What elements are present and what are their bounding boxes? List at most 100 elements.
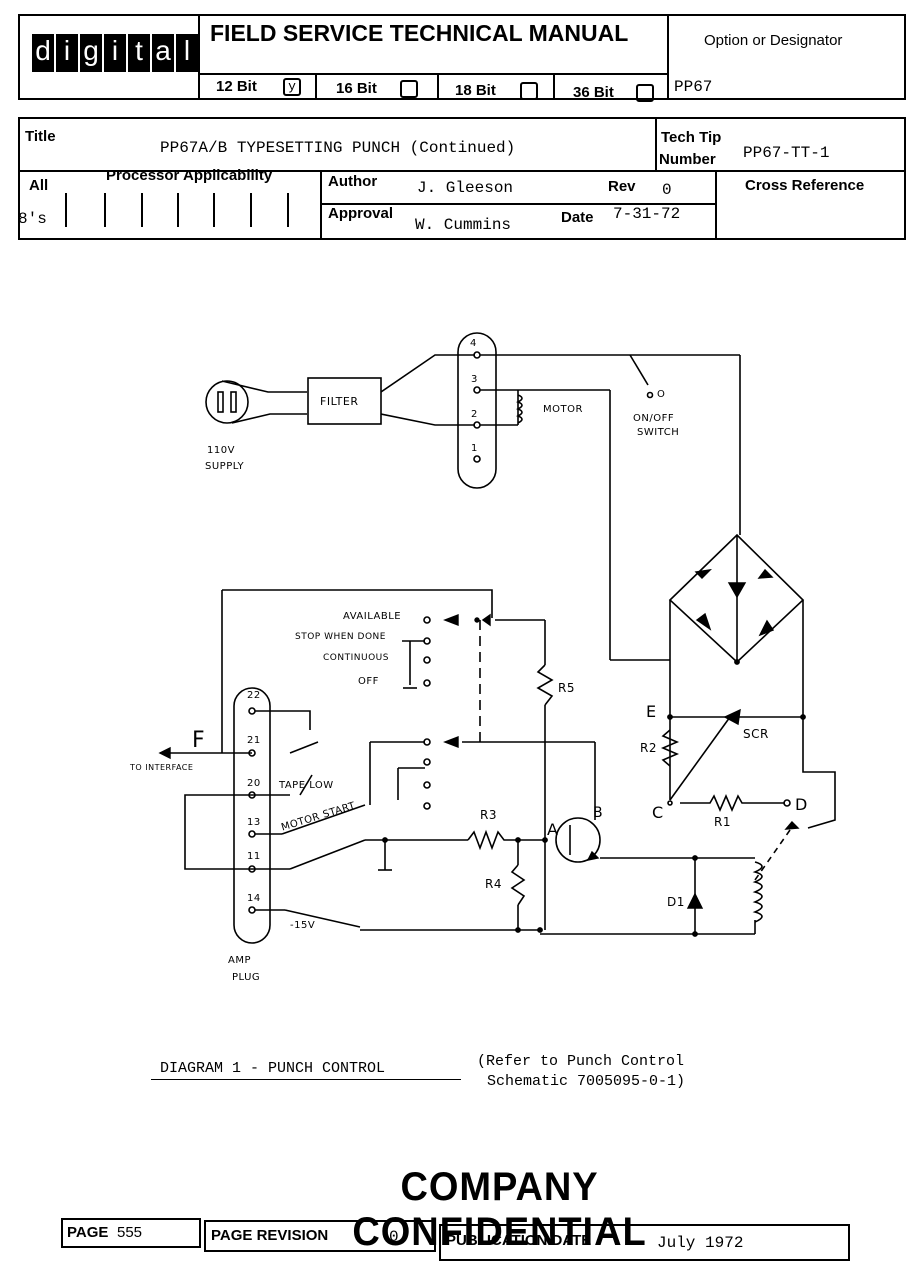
page-revision-value: 0 bbox=[389, 1228, 399, 1246]
r5-label: R5 bbox=[558, 681, 575, 695]
d-label: D bbox=[795, 795, 808, 814]
stop-when-done-label: STOP WHEN DONE bbox=[295, 632, 386, 642]
e-label: E bbox=[646, 702, 657, 721]
switch-label-2: SWITCH bbox=[637, 427, 680, 438]
bridge-diode bbox=[695, 612, 712, 631]
amp-label: AMP bbox=[228, 955, 251, 966]
b-label: B bbox=[593, 805, 604, 821]
techtip-value: PP67-TT-1 bbox=[743, 144, 830, 162]
pin-13-label: 13 bbox=[247, 817, 261, 828]
pin-11-label: 11 bbox=[247, 851, 261, 862]
bridge-diode bbox=[727, 582, 747, 599]
scr-label: SCR bbox=[743, 727, 769, 741]
a-label: A bbox=[547, 820, 559, 839]
terminal-1-label: 1 bbox=[471, 443, 478, 454]
pin-21-label: 21 bbox=[247, 735, 261, 746]
to-interface-label: TO INTERFACE bbox=[130, 763, 194, 772]
scr-symbol bbox=[723, 708, 741, 726]
d1-label: D1 bbox=[667, 895, 685, 909]
title-value: PP67A/B TYPESETTING PUNCH (Continued) bbox=[160, 139, 516, 157]
outlet-symbol bbox=[205, 380, 249, 424]
continuous-label: CONTINUOUS bbox=[323, 653, 389, 663]
techtip-label: Tech Tip bbox=[661, 129, 722, 146]
author-value: J. Gleeson bbox=[417, 179, 514, 197]
r1-label: R1 bbox=[714, 815, 731, 829]
approval-label: Approval bbox=[328, 205, 394, 222]
r2-label: R2 bbox=[640, 741, 657, 755]
option-value: PP67 bbox=[674, 78, 713, 96]
page-number: 555 bbox=[117, 1224, 143, 1241]
switch-label-1: ON/OFF bbox=[633, 413, 675, 424]
pin-22-label: 22 bbox=[247, 690, 261, 701]
page-revision-label: PAGE REVISION bbox=[211, 1227, 329, 1244]
pin-20-label: 20 bbox=[247, 778, 261, 789]
minus-15v-label: -15V bbox=[290, 920, 316, 931]
filter-box bbox=[307, 377, 382, 425]
terminal-2-label: 2 bbox=[471, 409, 478, 420]
pin-14-label: 14 bbox=[247, 893, 261, 904]
switch-o-label: O bbox=[657, 389, 666, 400]
all-label: All bbox=[29, 177, 49, 194]
bit-12-checkbox[interactable]: y bbox=[283, 78, 301, 96]
author-label: Author bbox=[328, 173, 378, 190]
supply-label-2: SUPPLY bbox=[205, 461, 245, 472]
diagram-reference-line-1: (Refer to Punch Control bbox=[477, 1053, 685, 1070]
logo-letter: t bbox=[128, 34, 150, 72]
plug-label: PLUG bbox=[232, 972, 261, 983]
bit-36-label: 36 Bit bbox=[573, 84, 614, 101]
f-label: F bbox=[192, 728, 206, 753]
date-value: 7-31-72 bbox=[613, 205, 681, 223]
bit-18-label: 18 Bit bbox=[455, 82, 496, 99]
company-confidential-stamp: COMPANY CONFIDENTIAL bbox=[352, 1165, 647, 1254]
motor-label: MOTOR bbox=[543, 404, 583, 415]
r3-label: R3 bbox=[480, 808, 497, 822]
c-label: C bbox=[652, 803, 664, 822]
digital-logo: d i g i t a l bbox=[32, 34, 198, 72]
bit-16-label: 16 Bit bbox=[336, 80, 377, 97]
off-label: OFF bbox=[358, 676, 379, 687]
rev-label: Rev bbox=[608, 178, 636, 195]
bridge-diode bbox=[694, 569, 712, 579]
logo-letter: i bbox=[56, 34, 78, 72]
supply-label-1: 110V bbox=[207, 445, 235, 456]
terminal-3-label: 3 bbox=[471, 374, 478, 385]
motor-coil bbox=[516, 390, 523, 425]
processor-label: Processor Applicability bbox=[106, 167, 273, 184]
date-label: Date bbox=[561, 209, 594, 226]
rev-value: 0 bbox=[662, 181, 672, 199]
bit-18-checkbox[interactable] bbox=[520, 82, 538, 100]
available-label: AVAILABLE bbox=[343, 611, 402, 622]
title-label: Title bbox=[25, 128, 56, 145]
terminal-4-label: 4 bbox=[470, 338, 477, 349]
bit-36-checkbox[interactable] bbox=[636, 84, 654, 102]
page-label: PAGE bbox=[67, 1224, 109, 1241]
bridge-diode bbox=[757, 568, 774, 579]
bridge-diode bbox=[758, 619, 775, 637]
bit-12-label: 12 Bit bbox=[216, 78, 257, 95]
terminal-strip bbox=[457, 332, 497, 489]
all-value: 8's bbox=[18, 210, 47, 228]
techtip-number-label: Number bbox=[659, 151, 716, 168]
publication-date-label: PUBLICATION DATE bbox=[446, 1232, 592, 1249]
logo-letter: g bbox=[80, 34, 102, 72]
tape-low-label: TAPE LOW bbox=[279, 780, 334, 791]
filter-label: FILTER bbox=[320, 395, 359, 408]
cross-reference-label: Cross Reference bbox=[745, 177, 865, 194]
approval-value: W. Cummins bbox=[415, 216, 512, 234]
transistor bbox=[555, 817, 601, 863]
logo-letter: a bbox=[152, 34, 174, 72]
logo-letter: i bbox=[104, 34, 126, 72]
publication-date-value: July 1972 bbox=[657, 1234, 744, 1252]
manual-title: FIELD SERVICE TECHNICAL MANUAL bbox=[210, 20, 629, 46]
logo-letter: l bbox=[176, 34, 198, 72]
d1-diode bbox=[686, 892, 704, 909]
logo-letter: d bbox=[32, 34, 54, 72]
bit-16-checkbox[interactable] bbox=[400, 80, 418, 98]
r4-label: R4 bbox=[485, 877, 502, 891]
option-label: Option or Designator bbox=[704, 32, 843, 49]
punch-coil bbox=[752, 861, 763, 923]
diagram-caption: DIAGRAM 1 - PUNCH CONTROL bbox=[160, 1060, 386, 1077]
amp-plug bbox=[233, 687, 271, 944]
diagram-reference-line-2: Schematic 7005095-0-1) bbox=[487, 1073, 686, 1090]
